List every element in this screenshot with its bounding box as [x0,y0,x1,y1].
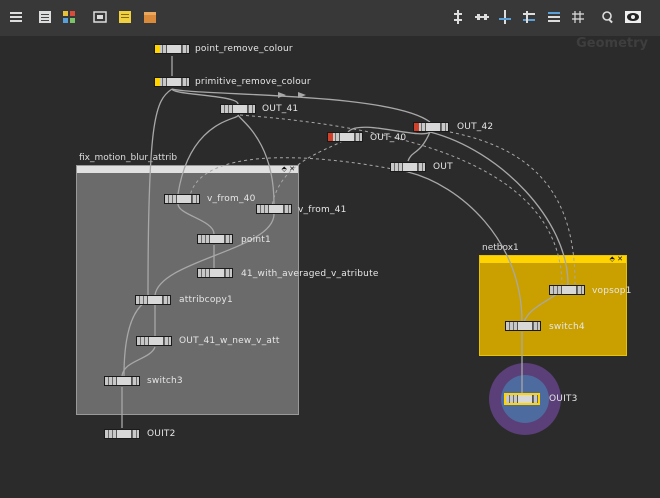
node-label: OUT_41 [262,104,299,114]
layout-icon[interactable] [521,9,537,25]
display-flag[interactable] [155,78,160,86]
node-icon [339,133,355,141]
align-horizontal-icon[interactable] [474,9,490,25]
netbox-title: netbox1 [482,243,519,253]
node-label: v_from_41 [298,205,347,215]
node-out-42[interactable] [413,122,449,132]
node-icon [147,296,163,304]
node-icon [116,430,132,438]
node-label: OUIT2 [147,429,176,439]
netbox-title: fix_motion_blur_attrib [79,153,178,163]
node-41-with-averaged-v-atribute[interactable] [197,268,233,278]
snap-layout-icon[interactable] [497,9,513,25]
node-icon [209,235,225,243]
node-icon [148,337,164,345]
node-icon [176,195,192,203]
node-ouit2[interactable] [104,429,140,439]
network-toolbar [0,0,660,37]
node-label: primitive_remove_colour [195,77,311,87]
node-point-remove-colour[interactable] [154,44,190,54]
netbox-header[interactable] [480,256,626,263]
node-label: v_from_40 [207,194,256,204]
node-switch4[interactable] [505,321,541,331]
node-label: OUT_41_w_new_v_att [179,336,280,346]
sticky-note-icon[interactable] [117,9,133,25]
node-attribcopy1[interactable] [135,295,171,305]
netbox-netbox1[interactable]: ⬘ ✕ netbox1 [479,243,627,356]
package-icon[interactable] [142,9,158,25]
node-label: switch4 [549,322,585,332]
node-label: OUT [433,162,453,172]
eye-icon[interactable] [625,9,641,25]
zoom-icon[interactable] [600,9,616,25]
node-icon [209,269,225,277]
node-label: 41_with_averaged_v_atribute [241,269,379,279]
node-out-40[interactable] [327,132,363,142]
node-icon [517,322,533,330]
node-label: OUT_42 [457,122,494,132]
node-label: OUIT3 [549,394,578,404]
grid-icon[interactable] [570,9,586,25]
node-point1[interactable] [197,234,233,244]
node-ouit3[interactable] [504,393,540,405]
node-icon [517,395,533,403]
node-label: attribcopy1 [179,295,233,305]
node-icon [425,123,441,131]
tree-view-icon[interactable] [37,9,53,25]
grid-view-icon[interactable] [61,9,77,25]
node-v-from-41[interactable] [256,204,292,214]
align-vertical-icon[interactable] [450,9,466,25]
node-icon [232,105,248,113]
node-out-41-w-new-v-att[interactable] [136,336,172,346]
node-icon [268,205,284,213]
render-flag[interactable] [328,133,333,141]
node-out-41[interactable] [220,104,256,114]
node-v-from-40[interactable] [164,194,200,204]
node-vopsop1[interactable] [549,285,585,295]
node-out[interactable] [390,162,426,172]
node-icon [561,286,577,294]
node-primitive-remove-colour[interactable] [154,77,190,87]
node-switch3[interactable] [104,376,140,386]
node-icon [166,45,182,53]
layout-icon[interactable] [546,9,562,25]
context-label: Geometry [576,36,648,51]
netbox-pin-icon[interactable]: ⬘ ✕ [609,255,623,263]
node-label: switch3 [147,376,183,386]
node-icon [166,78,182,86]
netbox-header[interactable] [77,166,298,173]
list-view-icon[interactable] [8,9,24,25]
network-view-icon[interactable] [92,9,108,25]
node-label: point1 [241,235,271,245]
netbox-pin-icon[interactable]: ⬘ ✕ [281,165,295,173]
render-flag[interactable] [414,123,419,131]
node-label: vopsop1 [592,286,632,296]
node-icon [116,377,132,385]
node-label: point_remove_colour [195,44,293,54]
node-icon [402,163,418,171]
node-label: OUT_40 [370,133,407,143]
display-flag[interactable] [155,45,160,53]
